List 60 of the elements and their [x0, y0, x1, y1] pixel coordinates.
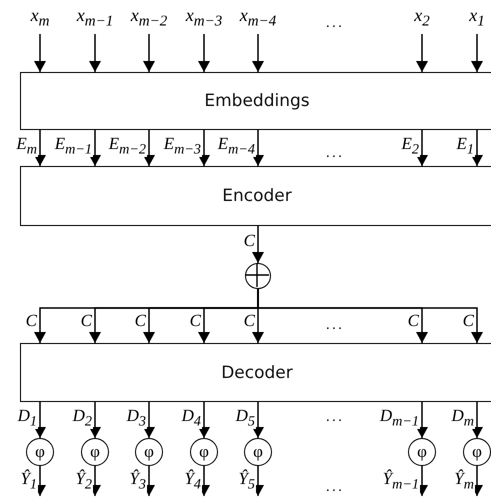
arrow	[89, 402, 101, 438]
arrow	[143, 402, 155, 438]
edge-label: E$_{m−3}$	[162, 135, 202, 158]
arrow	[257, 289, 483, 343]
sum-circle	[245, 263, 271, 289]
edge-label: D$_{1}$	[16, 407, 38, 430]
edge-label: E$_{m}$	[15, 135, 38, 158]
function-circle: φ	[135, 438, 163, 466]
arrow	[471, 402, 483, 438]
edge-label: Ŷ$_{2}$	[74, 470, 93, 492]
arrow	[416, 34, 428, 72]
function-circle: φ	[190, 438, 218, 466]
arrow	[252, 34, 264, 72]
edge-label: Ŷ$_{3}$	[128, 470, 147, 492]
edge-label: Ŷ$_{5}$	[237, 470, 256, 492]
arrow	[198, 34, 210, 72]
function-circle: φ	[463, 438, 491, 466]
arrow	[252, 226, 264, 263]
layer-box: Encoder	[20, 166, 491, 226]
arrow	[471, 130, 483, 166]
arrow	[416, 130, 428, 166]
edge-label: Ŷ$_{m}$	[453, 470, 475, 492]
function-circle: φ	[26, 438, 54, 466]
arrow	[252, 130, 264, 166]
layer-box: Decoder	[20, 343, 491, 402]
edge-label: E$_{m−4}$	[216, 135, 256, 158]
edge-label: D$_{3}$	[126, 407, 147, 430]
edge-label: D$_{m−1}$	[378, 407, 420, 430]
edge-label: E$_{m−1}$	[54, 135, 93, 158]
arrow	[143, 34, 155, 72]
edge-label: E$_{2}$	[400, 135, 420, 158]
arrow	[471, 34, 483, 72]
edge-label: D$_{m}$	[450, 407, 475, 430]
ellipsis: ...	[326, 480, 344, 495]
edge-label: D$_{4}$	[180, 407, 202, 430]
function-circle: φ	[408, 438, 436, 466]
edge-label: Ŷ$_{m−1}$	[382, 470, 420, 492]
edge-label: D$_{5}$	[234, 407, 256, 430]
layer-box: Embeddings	[20, 72, 491, 130]
function-circle: φ	[244, 438, 272, 466]
ellipsis: ...	[326, 16, 344, 31]
arrow	[198, 130, 210, 166]
arrow	[198, 402, 210, 438]
edge-label: E$_{1}$	[456, 135, 475, 158]
arrow	[34, 402, 46, 438]
ellipsis: ...	[326, 410, 344, 425]
arrow	[252, 402, 264, 438]
edge-label: Ŷ$_{1}$	[19, 470, 38, 492]
ellipsis: ...	[326, 318, 344, 333]
function-circle: φ	[81, 438, 109, 466]
edge-label: D$_{2}$	[72, 407, 93, 430]
ellipsis: ...	[326, 146, 344, 161]
edge-label: E$_{m−2}$	[108, 135, 147, 158]
arrow	[89, 34, 101, 72]
arrow	[416, 402, 428, 438]
arrow	[34, 130, 46, 166]
arrow	[34, 34, 46, 72]
edge-label: Ŷ$_{4}$	[183, 470, 202, 492]
arrow	[89, 130, 101, 166]
arrow	[143, 130, 155, 166]
